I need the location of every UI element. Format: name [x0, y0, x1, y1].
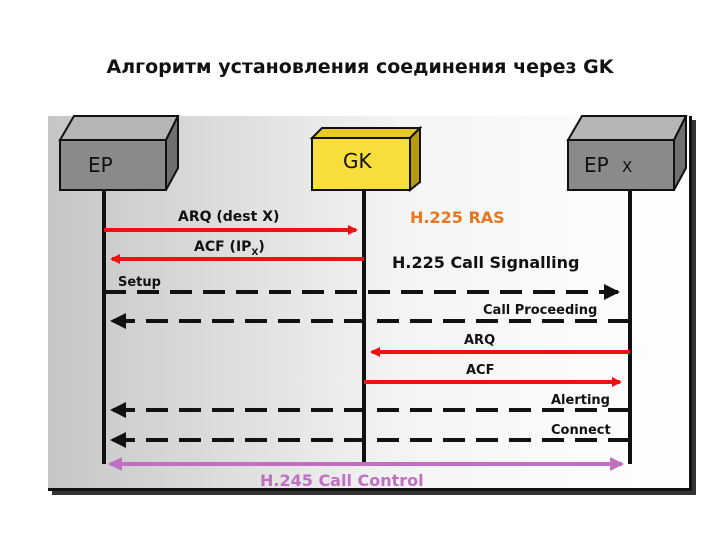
label-alerting: Alerting: [551, 393, 610, 408]
label-acf-ip: ACF (IPX): [194, 239, 265, 258]
ep-left-node: EP: [58, 115, 180, 191]
ep-right-suffix: X: [622, 158, 632, 176]
label-acf: ACF: [466, 363, 494, 378]
label-connect: Connect: [551, 423, 611, 438]
label-arq: ARQ: [464, 333, 495, 348]
gk-label: GK: [343, 149, 372, 173]
ep-left-label: EP: [88, 153, 113, 177]
page-title: Алгоритм установления соединения через G…: [106, 56, 614, 78]
label-h225-call-signalling: H.225 Call Signalling: [392, 253, 579, 272]
ep-right-node: EP X: [566, 115, 688, 191]
label-h245-call-control: H.245 Call Control: [260, 471, 424, 490]
label-arq-dest: ARQ (dest X): [178, 209, 279, 225]
label-setup: Setup: [118, 275, 161, 290]
ep-right-label: EP: [584, 153, 609, 177]
gk-node: GK: [309, 125, 423, 193]
label-call-proceeding: Call Proceeding: [483, 303, 597, 318]
label-h225-ras: H.225 RAS: [410, 208, 505, 227]
